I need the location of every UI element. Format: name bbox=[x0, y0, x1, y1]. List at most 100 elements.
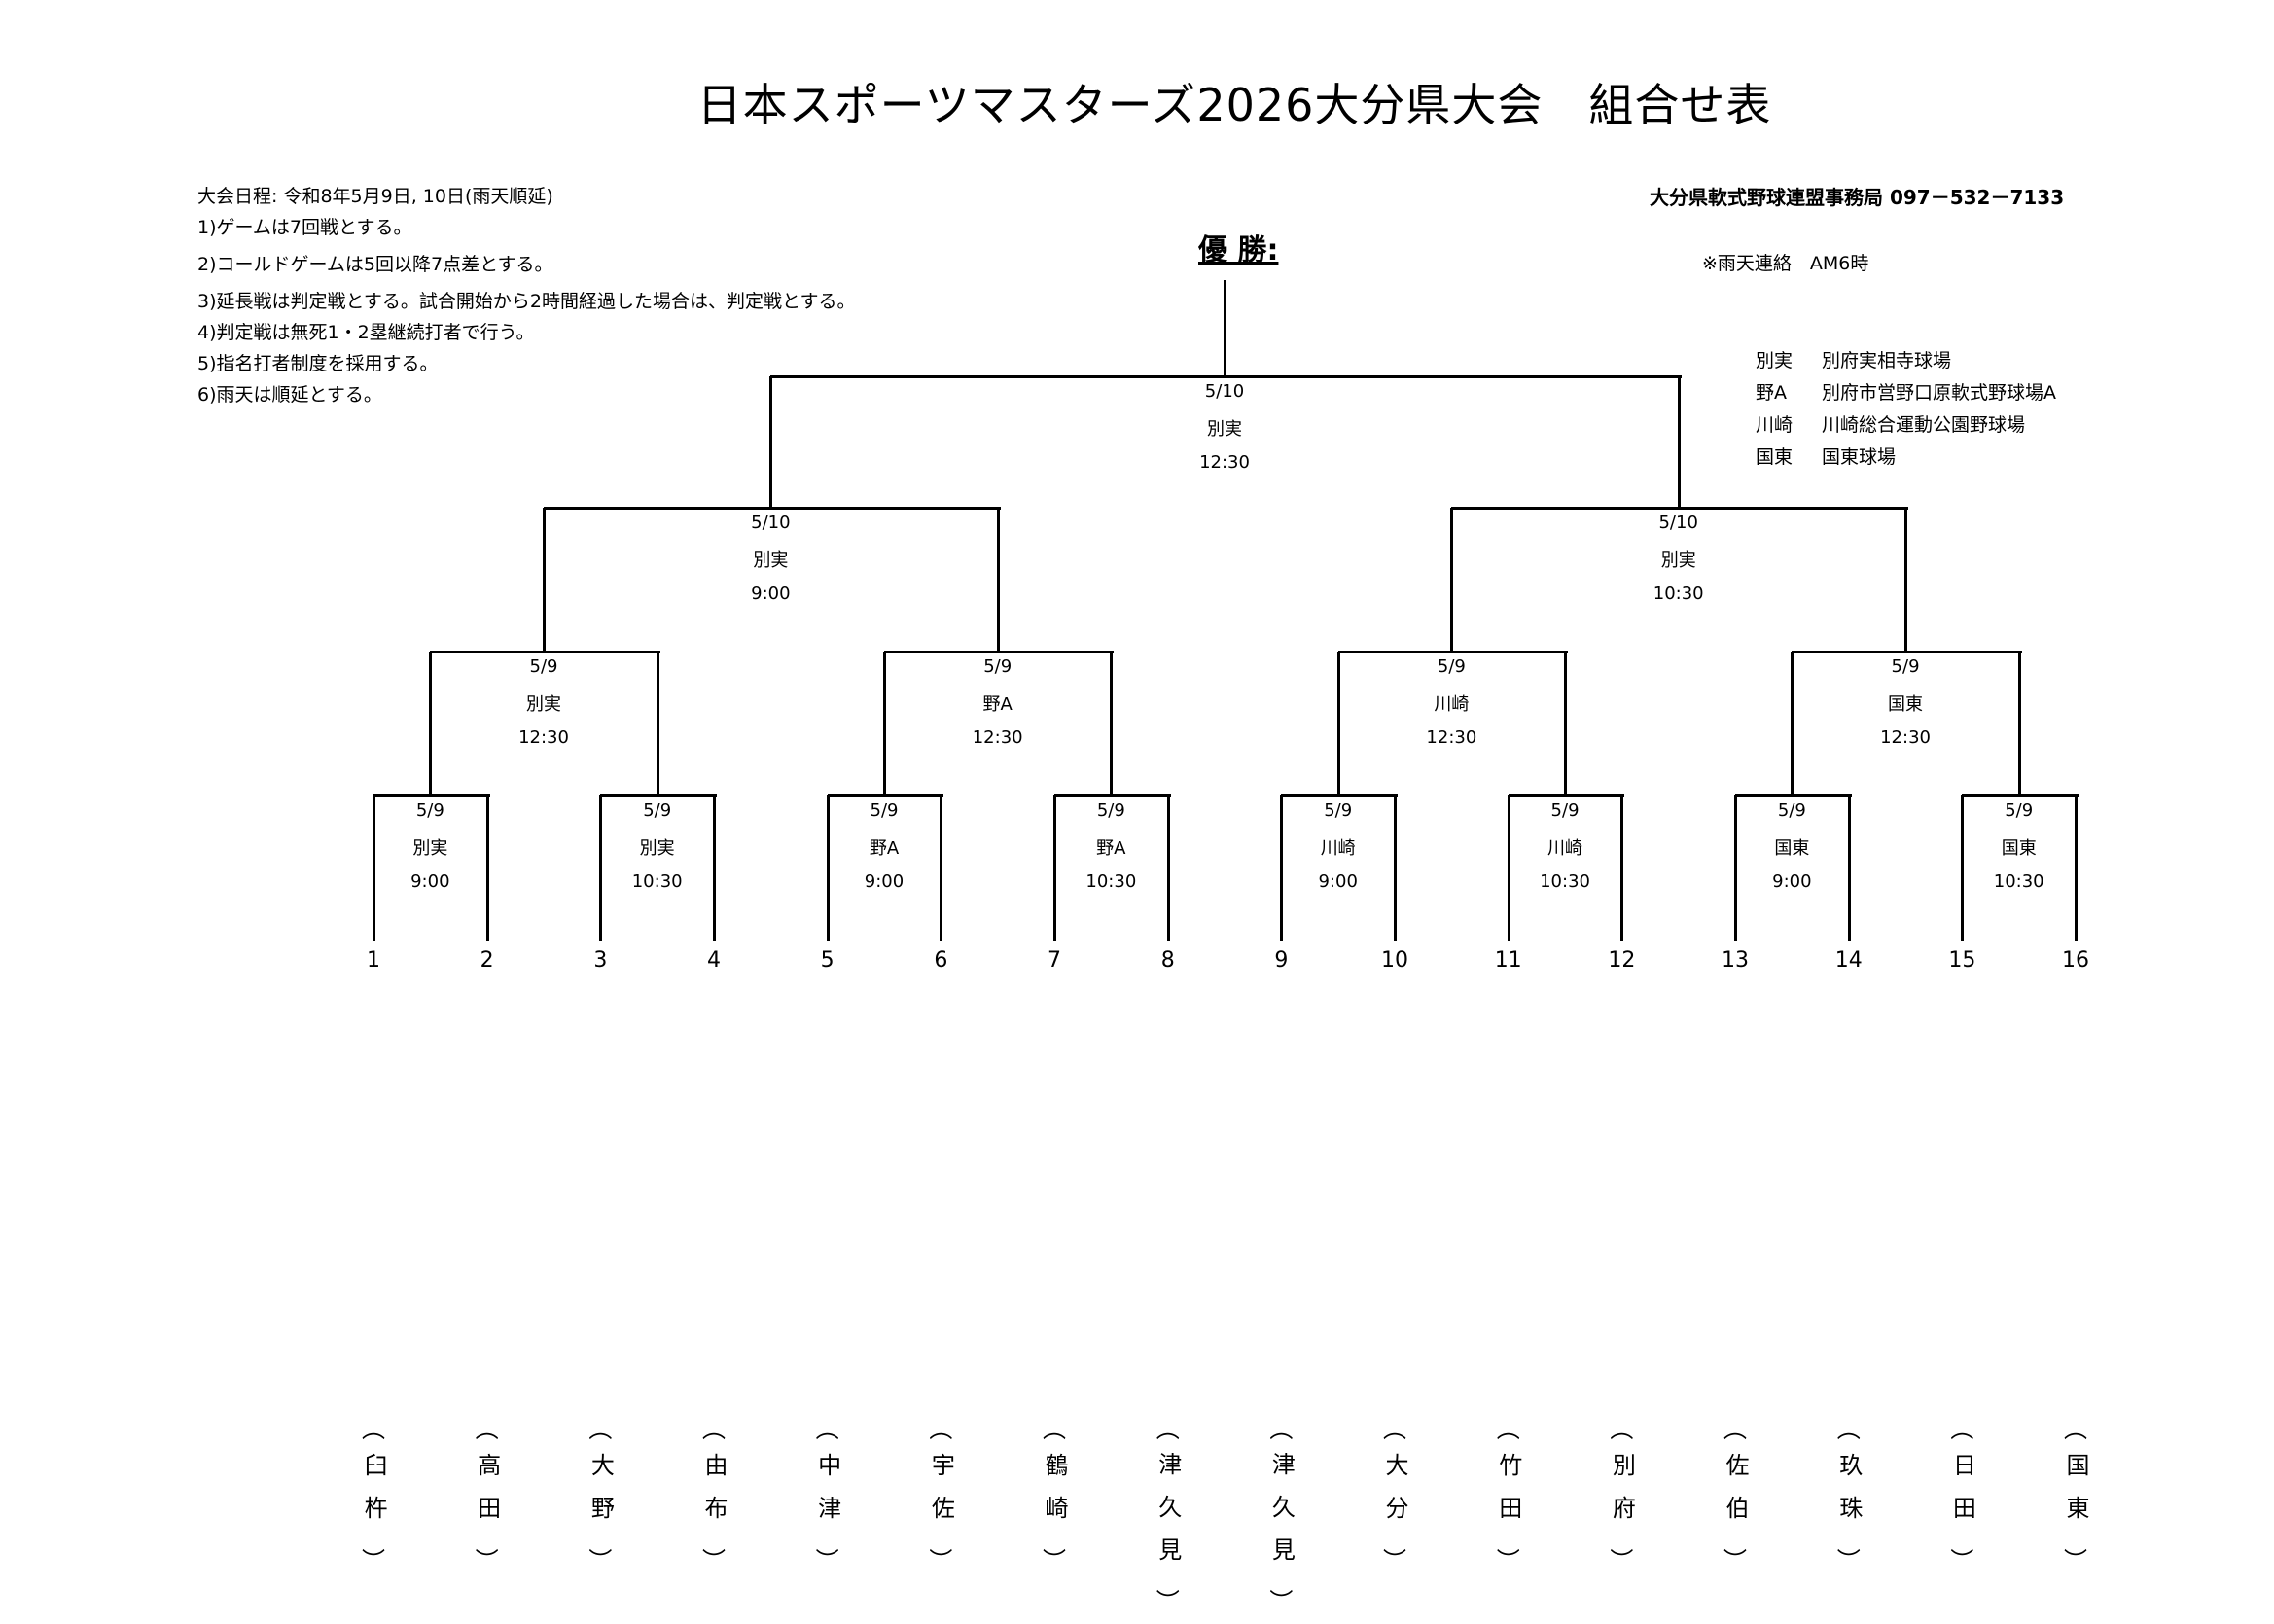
bracket-slot-number: 13 bbox=[1722, 948, 1750, 972]
match-date: 5/9 bbox=[983, 656, 1013, 677]
page-title: 日本スポーツマスターズ2026大分県大会 組合せ表 bbox=[696, 79, 1772, 131]
match-venue: 別実 bbox=[639, 838, 675, 859]
venue-name: 国東球場 bbox=[1822, 446, 1897, 468]
bracket-line bbox=[1508, 794, 1625, 797]
paren-open: ︵ bbox=[2064, 1416, 2088, 1443]
match-time: 9:00 bbox=[1772, 871, 1812, 892]
venue-name: 別府実相寺球場 bbox=[1822, 350, 1952, 371]
bracket-slot-number: 9 bbox=[1274, 948, 1289, 972]
match-time: 12:30 bbox=[518, 727, 569, 748]
paren-close: ︶ bbox=[929, 1547, 953, 1574]
paren-open: ︵ bbox=[929, 1416, 953, 1443]
bracket-line bbox=[1735, 794, 1852, 797]
paren-close: ︶ bbox=[1269, 1588, 1294, 1615]
bracket-line bbox=[373, 794, 490, 797]
bracket-line bbox=[1507, 795, 1510, 941]
bracket-line bbox=[1280, 795, 1284, 941]
team-name: ︵津久見︶ bbox=[1261, 1408, 1300, 1624]
paren-close: ︶ bbox=[475, 1547, 499, 1574]
paren-open: ︵ bbox=[1383, 1416, 1407, 1443]
team-label: 大分 bbox=[1381, 1453, 1409, 1538]
bracket-line bbox=[1054, 794, 1171, 797]
bracket-slot-number: 4 bbox=[707, 948, 721, 972]
paren-close: ︶ bbox=[1155, 1588, 1180, 1615]
match-venue: 別実 bbox=[412, 838, 448, 859]
team-label: 由布 bbox=[700, 1453, 728, 1538]
team-name: ︵臼杵︶ bbox=[354, 1408, 393, 1583]
paren-open: ︵ bbox=[1836, 1416, 1861, 1443]
bracket-line bbox=[1792, 651, 2022, 653]
match-venue: 野A bbox=[1096, 838, 1126, 859]
bracket-line bbox=[1847, 795, 1851, 941]
rule-note: 3)延長戦は判定戦とする。試合開始から2時間経過した場合は、判定戦とする。 bbox=[197, 291, 856, 312]
venue-abbr: 別実 bbox=[1756, 350, 1794, 371]
office-contact: 大分県軟式野球連盟事務局 097－532－7133 bbox=[1650, 186, 2065, 209]
match-time: 9:00 bbox=[864, 871, 905, 892]
match-time: 10:30 bbox=[1540, 871, 1590, 892]
schedule-note: 大会日程: 令和8年5月9日, 10日(雨天順延) bbox=[197, 186, 553, 207]
paren-close: ︶ bbox=[2064, 1547, 2088, 1574]
bracket-line bbox=[1166, 795, 1170, 941]
team-label: 津久見 bbox=[1154, 1452, 1182, 1580]
venue-abbr: 川崎 bbox=[1756, 414, 1794, 436]
paren-open: ︵ bbox=[362, 1416, 385, 1443]
team-name: ︵大野︶ bbox=[581, 1408, 620, 1583]
paren-close: ︶ bbox=[362, 1547, 385, 1574]
match-date: 5/9 bbox=[1777, 800, 1806, 821]
team-label: 宇佐 bbox=[927, 1453, 955, 1538]
bracket-line bbox=[996, 508, 1000, 652]
paren-open: ︵ bbox=[1723, 1416, 1748, 1443]
team-label: 日田 bbox=[1948, 1453, 1976, 1538]
bracket-line bbox=[1962, 794, 2079, 797]
venue-name: 川崎総合運動公園野球場 bbox=[1822, 414, 2026, 436]
paren-open: ︵ bbox=[1496, 1416, 1520, 1443]
venue-row: 別実 別府実相寺球場 bbox=[1756, 345, 2056, 377]
team-name: ︵大分︶ bbox=[1375, 1408, 1414, 1583]
bracket-line bbox=[485, 795, 489, 941]
bracket-slot-number: 14 bbox=[1834, 948, 1863, 972]
bracket-line bbox=[1904, 508, 1908, 652]
team-label: 鶴崎 bbox=[1041, 1453, 1069, 1538]
bracket-line bbox=[1620, 795, 1624, 941]
rule-note: 5)指名打者制度を採用する。 bbox=[197, 353, 439, 374]
team-label: 高田 bbox=[473, 1453, 501, 1538]
team-label: 竹田 bbox=[1494, 1453, 1522, 1538]
team-name: ︵高田︶ bbox=[468, 1408, 507, 1583]
paren-open: ︵ bbox=[815, 1416, 839, 1443]
match-venue: 別実 bbox=[1207, 419, 1243, 440]
match-time: 9:00 bbox=[751, 583, 791, 604]
bracket-line bbox=[373, 795, 375, 941]
paren-open: ︵ bbox=[1950, 1416, 1974, 1443]
bracket-slot-number: 15 bbox=[1948, 948, 1976, 972]
bracket-line bbox=[883, 652, 886, 795]
paren-close: ︶ bbox=[1950, 1547, 1974, 1574]
bracket-line bbox=[940, 795, 943, 941]
match-venue: 別実 bbox=[526, 694, 561, 715]
team-name: ︵別府︶ bbox=[1602, 1408, 1641, 1583]
match-date: 5/10 bbox=[1204, 381, 1245, 402]
bracket-line bbox=[599, 795, 603, 941]
bracket-line bbox=[544, 507, 1001, 510]
bracket-line bbox=[827, 794, 944, 797]
match-date: 5/9 bbox=[870, 800, 899, 821]
paren-close: ︶ bbox=[1723, 1547, 1748, 1574]
champion-line bbox=[1224, 280, 1227, 376]
match-date: 5/9 bbox=[1096, 800, 1125, 821]
team-label: 大野 bbox=[586, 1453, 615, 1538]
bracket-line bbox=[1677, 376, 1681, 508]
bracket-slot-number: 8 bbox=[1160, 948, 1175, 972]
bracket-slot-number: 5 bbox=[820, 948, 835, 972]
bracket-line bbox=[1450, 508, 1454, 652]
match-venue: 別実 bbox=[1660, 550, 1696, 571]
team-label: 別府 bbox=[1608, 1453, 1636, 1538]
bracket-line bbox=[770, 375, 1682, 378]
match-date: 5/9 bbox=[529, 656, 558, 677]
bracket-slot-number: 1 bbox=[367, 948, 380, 972]
team-label: 佐伯 bbox=[1722, 1453, 1750, 1538]
bracket-slot-number: 2 bbox=[480, 948, 494, 972]
bracket-line bbox=[1961, 795, 1965, 941]
match-venue: 川崎 bbox=[1320, 838, 1356, 859]
match-date: 5/9 bbox=[1891, 656, 1920, 677]
rule-note: 6)雨天は順延とする。 bbox=[197, 384, 382, 406]
